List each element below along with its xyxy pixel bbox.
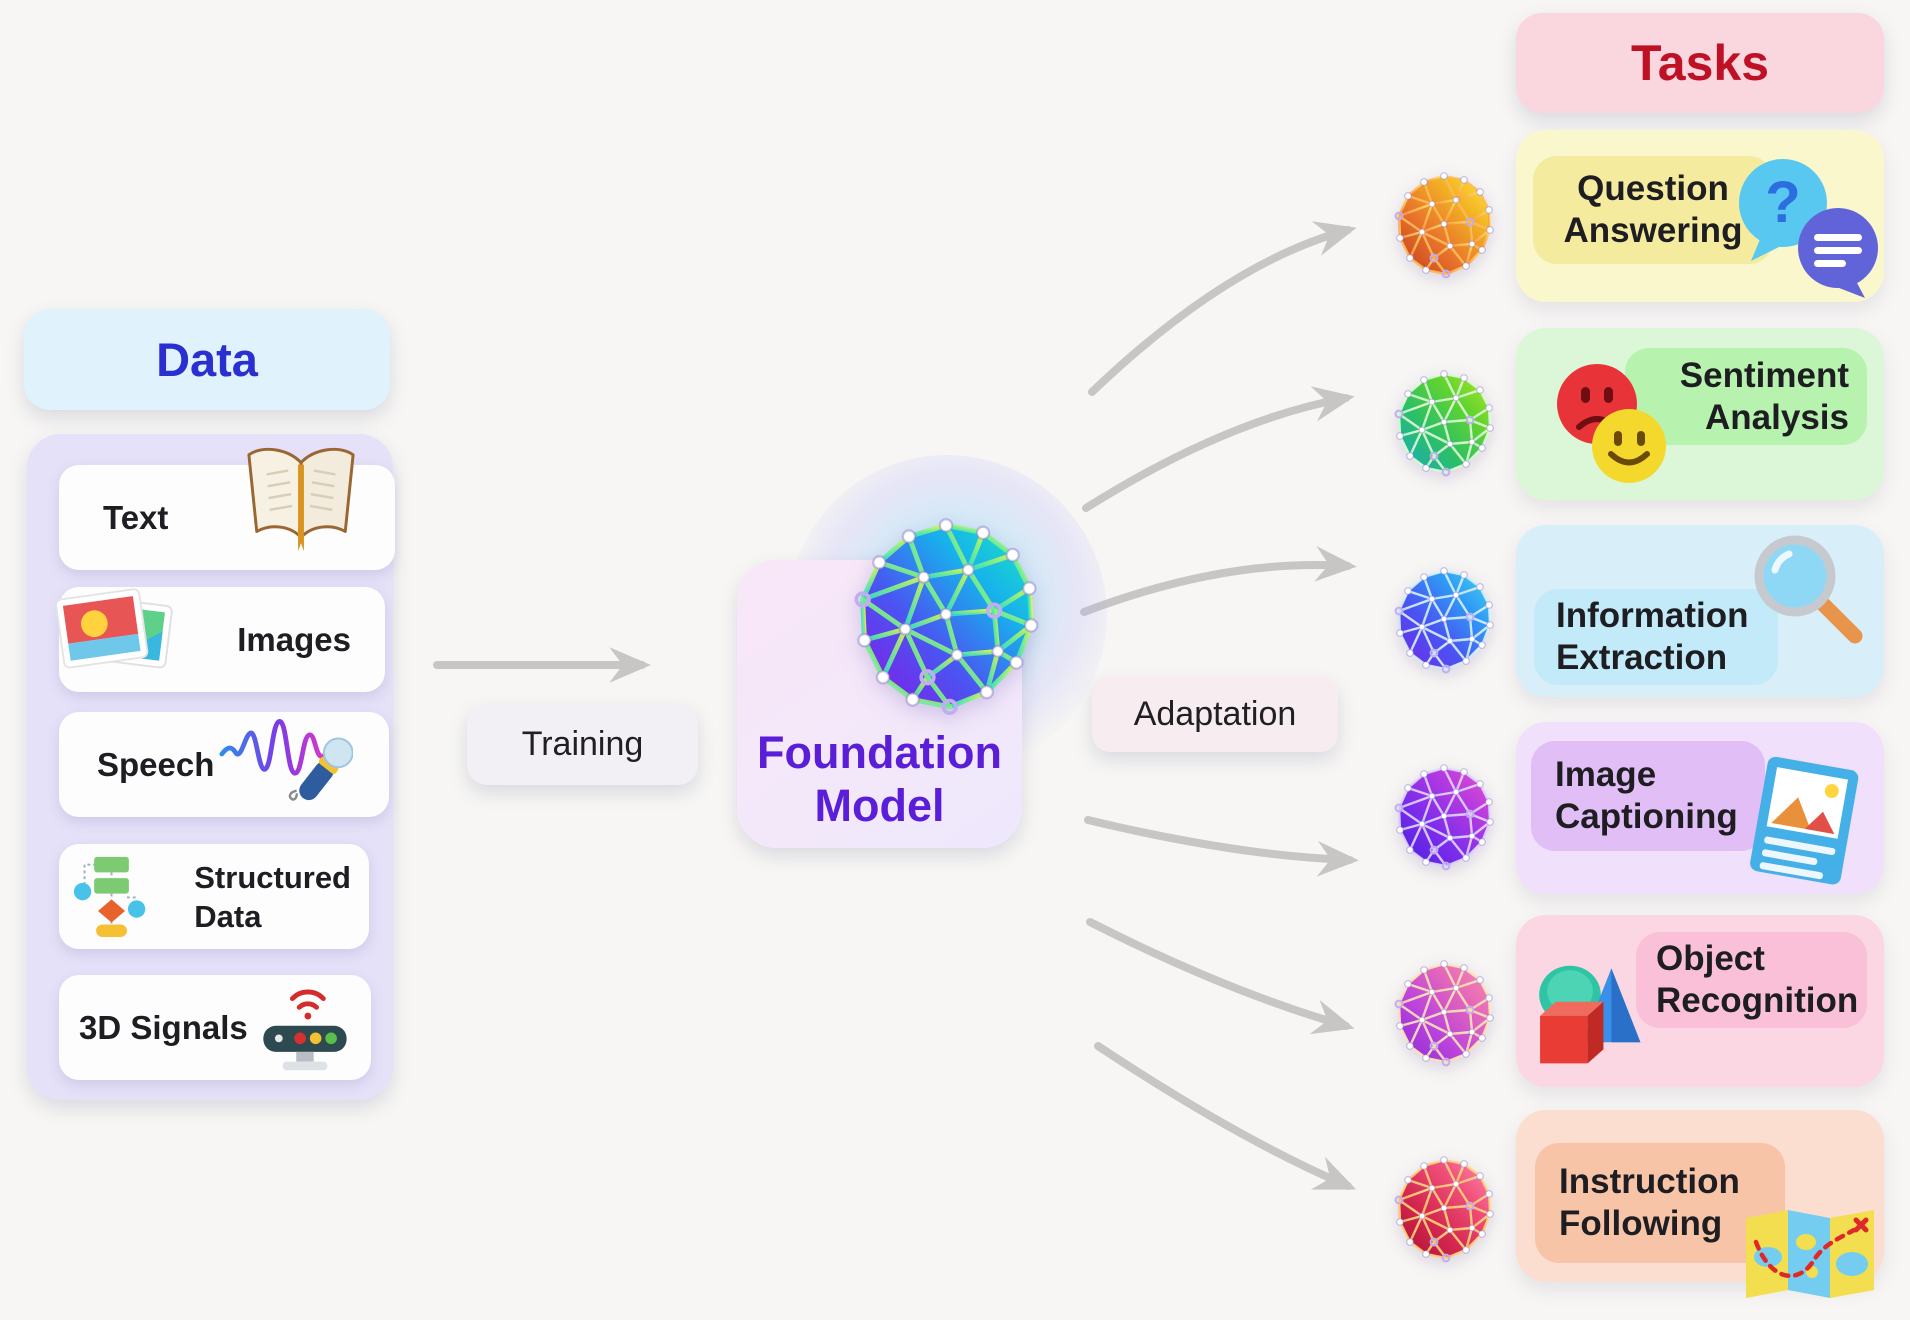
arrow-to-instruction-following bbox=[1094, 1042, 1357, 1190]
data-item-speech: Speech bbox=[59, 712, 389, 817]
data-item-text-label: Text bbox=[103, 498, 169, 536]
svg-text:?: ? bbox=[1765, 170, 1800, 235]
arrow-to-sentiment-analysis bbox=[1082, 386, 1355, 512]
task-sphere-object-recognition bbox=[1393, 960, 1495, 1068]
task-sphere-sentiment-analysis bbox=[1393, 370, 1495, 478]
photos-icon bbox=[55, 588, 173, 669]
task-sphere-information-extraction bbox=[1393, 567, 1495, 675]
data-item-images: Images bbox=[55, 587, 385, 692]
tasks-header: Tasks bbox=[1516, 13, 1884, 113]
emoji-faces-icon bbox=[1557, 364, 1666, 483]
flowchart-icon bbox=[73, 856, 146, 937]
arrow-to-information-extraction bbox=[1080, 546, 1357, 616]
data-item-3d-signals-label: 3D Signals bbox=[79, 1008, 248, 1046]
arrow-to-object-recognition bbox=[1086, 918, 1355, 1035]
geometric-shapes-icon bbox=[1539, 965, 1641, 1064]
map-icon bbox=[1746, 1210, 1874, 1298]
data-item-speech-label: Speech bbox=[97, 745, 215, 783]
data-item-images-label: Images bbox=[237, 620, 351, 658]
data-item-3d-signals: 3D Signals bbox=[59, 975, 371, 1080]
arrow-to-image-captioning bbox=[1084, 816, 1359, 877]
tasks-title: Tasks bbox=[1630, 35, 1770, 91]
task-sphere-image-captioning bbox=[1393, 764, 1495, 872]
data-item-text: Text bbox=[59, 447, 395, 570]
task-sphere-instruction-following bbox=[1393, 1156, 1495, 1264]
foundation-model-sphere bbox=[851, 518, 1041, 718]
captioned-photo-icon bbox=[1750, 756, 1859, 885]
book-icon bbox=[247, 447, 355, 552]
data-header: Data bbox=[24, 309, 390, 410]
data-title: Data bbox=[156, 333, 258, 386]
task-sphere-question-answering bbox=[1393, 172, 1495, 280]
data-panel: Text bbox=[27, 434, 395, 1100]
arrow-to-question-answering bbox=[1088, 221, 1357, 396]
microphone-waveform-icon bbox=[219, 719, 353, 801]
magnifier-icon bbox=[1754, 535, 1863, 644]
adaptation-label: Adaptation bbox=[1092, 677, 1338, 752]
depth-sensor-icon bbox=[263, 989, 347, 1071]
chat-bubbles-icon: ? bbox=[1739, 159, 1878, 298]
training-label: Training bbox=[467, 704, 698, 785]
